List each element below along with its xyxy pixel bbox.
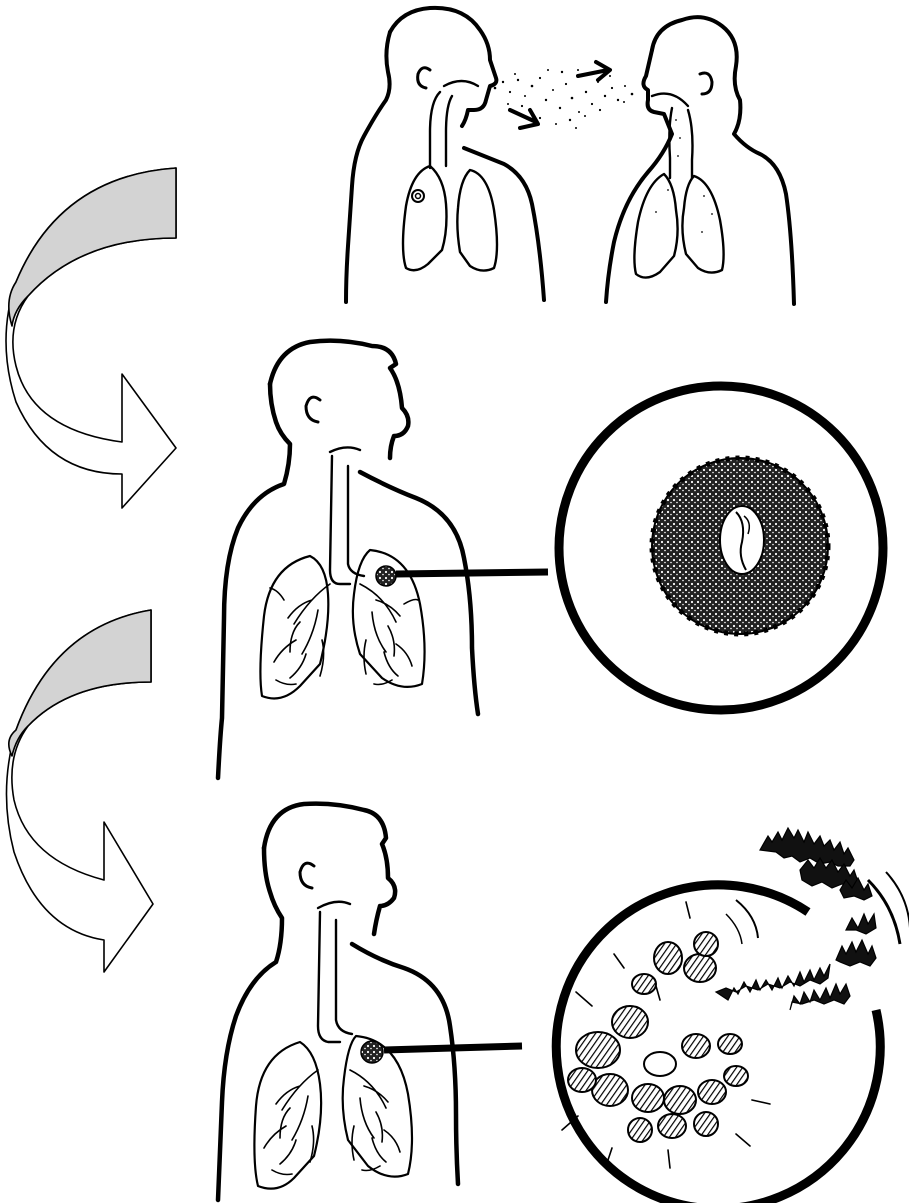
airborne-transmission-illustration xyxy=(346,8,794,304)
lesion-spot xyxy=(361,1041,383,1063)
curved-arrow-icon xyxy=(6,168,176,508)
granuloma-breakdown-illustration xyxy=(218,804,909,1203)
diseased-body-figure xyxy=(218,804,458,1200)
lung-granuloma-illustration xyxy=(218,341,883,778)
granuloma-spot xyxy=(376,566,396,586)
granuloma-cluster xyxy=(652,458,828,634)
magnifier-pointer xyxy=(384,1046,522,1050)
magnifier-pointer xyxy=(396,572,548,574)
curved-arrow-icon xyxy=(6,610,153,972)
infected-person-figure xyxy=(346,8,544,302)
droplet-cloud xyxy=(494,69,634,129)
exposed-person-figure xyxy=(606,17,794,304)
infected-body-figure xyxy=(218,341,478,778)
